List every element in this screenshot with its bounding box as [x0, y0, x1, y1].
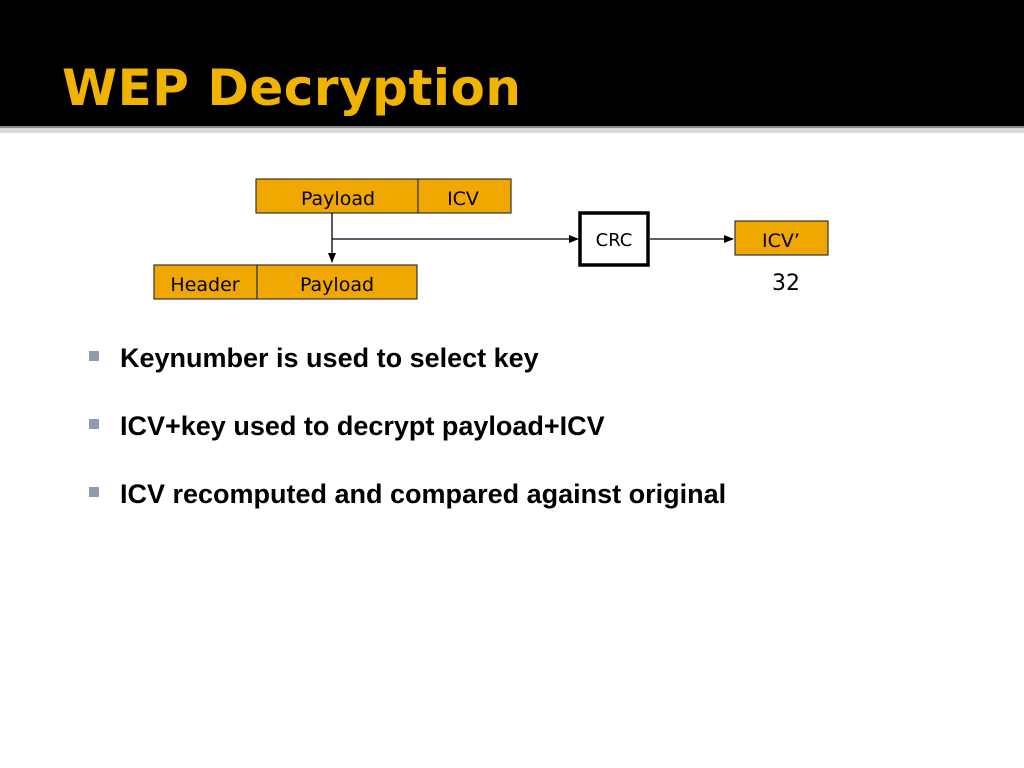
square-bullet-icon	[89, 487, 99, 497]
crc-label: CRC	[596, 230, 633, 251]
square-bullet-icon	[89, 419, 99, 429]
icv-prime-label: ICV’	[762, 230, 800, 252]
bullet-text: ICV+key used to decrypt payload+ICV	[120, 411, 605, 441]
top-payload-label: Payload	[301, 188, 375, 210]
top-icv-field	[417, 178, 512, 214]
bottom-header-label: Header	[170, 274, 239, 296]
slide-title: WEP Decryption	[62, 59, 522, 117]
crc-box	[578, 211, 650, 267]
title-divider-dark	[0, 126, 1024, 128]
title-divider-light	[0, 128, 1024, 133]
square-bullet-icon	[89, 351, 99, 361]
decryption-diagram: Payload ICV CRC ICV’ 32 Header Payload	[153, 178, 829, 300]
bullet-text: Keynumber is used to select key	[120, 343, 539, 373]
title-bar: WEP Decryption	[0, 0, 1024, 126]
bottom-payload-label: Payload	[300, 274, 374, 296]
top-icv-label: ICV	[447, 188, 479, 210]
bullet-text: ICV recomputed and compared against orig…	[120, 479, 727, 509]
icv-prime-field	[734, 220, 829, 256]
icv-bit-size: 32	[772, 271, 800, 296]
bottom-payload-field	[256, 264, 418, 300]
